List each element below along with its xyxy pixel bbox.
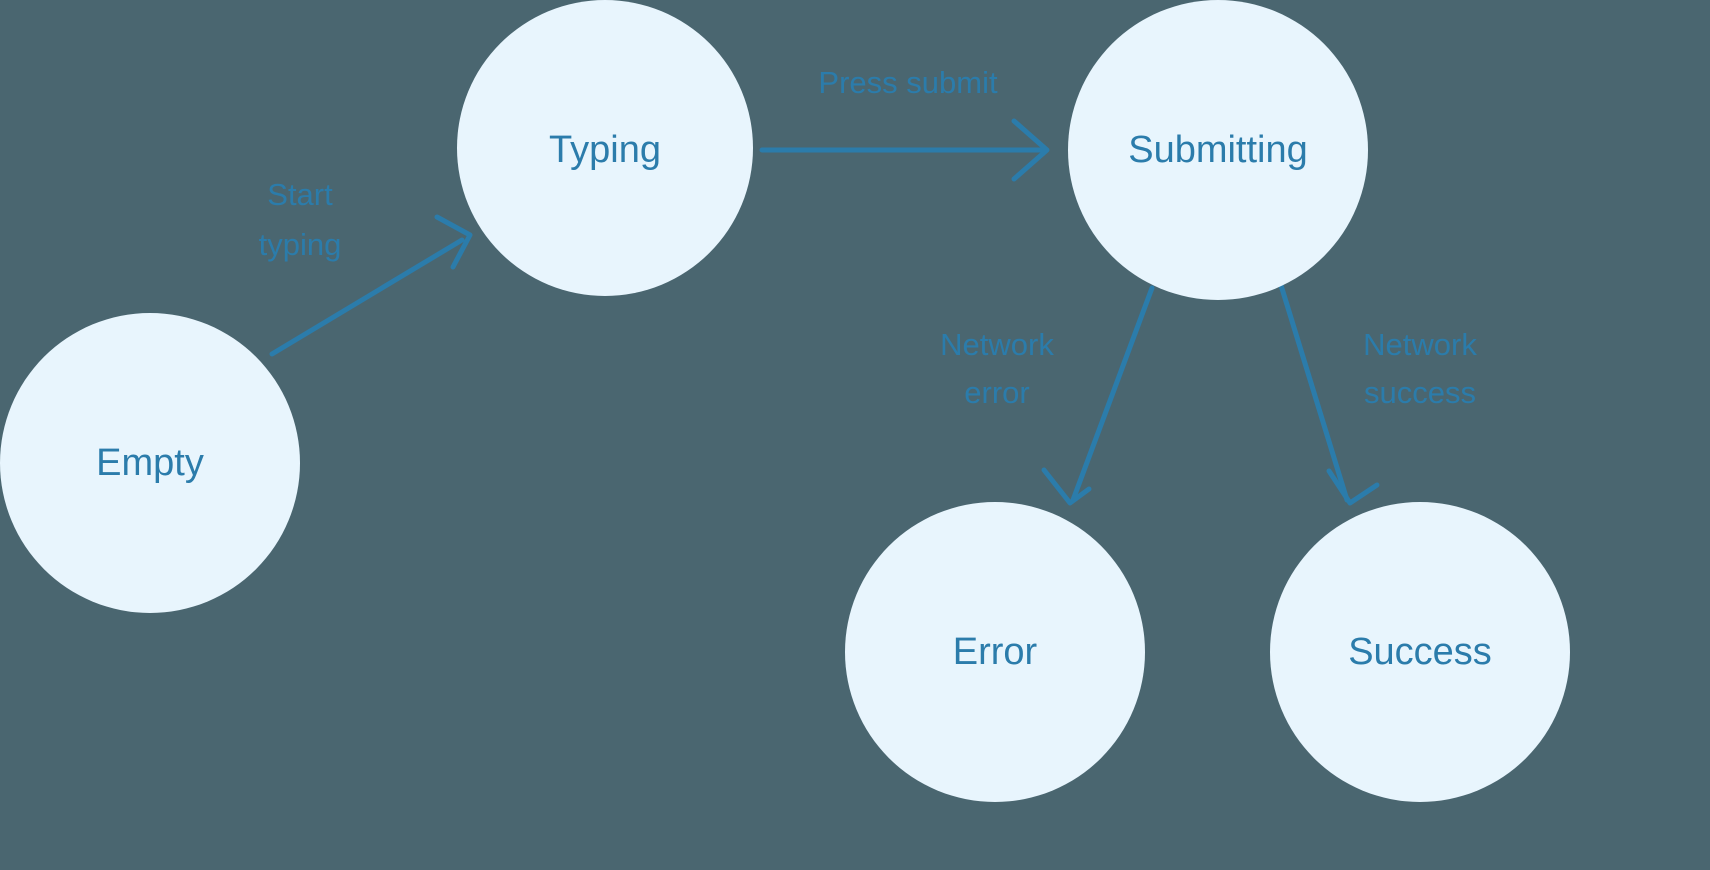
node-success-circle[interactable] (1270, 502, 1570, 802)
edge-label-network-error: Network error (940, 327, 1054, 410)
node-submitting[interactable]: Submitting (1068, 0, 1368, 300)
node-submitting-label: Submitting (1128, 129, 1308, 171)
edges-layer (269, 118, 1380, 506)
edge-empty-to-typing-line (269, 237, 465, 357)
edge-label-network-error-line-1: Network (940, 327, 1054, 362)
edge-empty-to-typing-arrowhead (434, 214, 473, 270)
node-submitting-circle[interactable] (1068, 0, 1368, 300)
edge-label-start-typing-line-2: typing (259, 227, 342, 262)
edge-submitting-to-success-line (1277, 279, 1350, 503)
edge-label-press-submit-line-1: Press submit (818, 65, 998, 100)
nodes-layer: Empty Typing Submitting Error Success (0, 0, 1570, 802)
node-error-circle[interactable] (845, 502, 1145, 802)
node-success-label: Success (1348, 631, 1492, 673)
edge-typing-to-submitting-arrowhead (1011, 118, 1050, 182)
node-error[interactable]: Error (845, 502, 1145, 802)
edge-empty-to-typing (269, 214, 473, 357)
node-typing[interactable]: Typing (457, 0, 753, 296)
edge-submitting-to-error-arrowhead (1041, 467, 1092, 506)
node-empty[interactable]: Empty (0, 313, 300, 613)
node-empty-circle[interactable] (0, 313, 300, 613)
node-typing-label: Typing (549, 129, 661, 171)
edge-label-press-submit: Press submit (818, 65, 998, 100)
edge-submitting-to-success (1277, 279, 1380, 506)
edge-label-network-success: Network success (1363, 327, 1477, 410)
edge-label-network-error-line-2: error (964, 375, 1029, 410)
node-typing-circle[interactable] (457, 0, 753, 296)
edge-label-network-success-line-1: Network (1363, 327, 1477, 362)
edge-label-start-typing: Start typing (259, 177, 342, 262)
node-empty-label: Empty (96, 442, 204, 484)
edge-labels-layer: Start typing Press submit Network error … (259, 65, 1478, 410)
edge-typing-to-submitting (759, 118, 1050, 182)
edge-submitting-to-error (1041, 285, 1155, 506)
node-error-label: Error (953, 631, 1038, 673)
edge-label-network-success-line-2: success (1364, 375, 1476, 410)
edge-submitting-to-error-line (1070, 285, 1155, 503)
edge-label-start-typing-line-1: Start (267, 177, 333, 212)
edge-submitting-to-success-arrowhead (1326, 468, 1380, 506)
node-success[interactable]: Success (1270, 502, 1570, 802)
